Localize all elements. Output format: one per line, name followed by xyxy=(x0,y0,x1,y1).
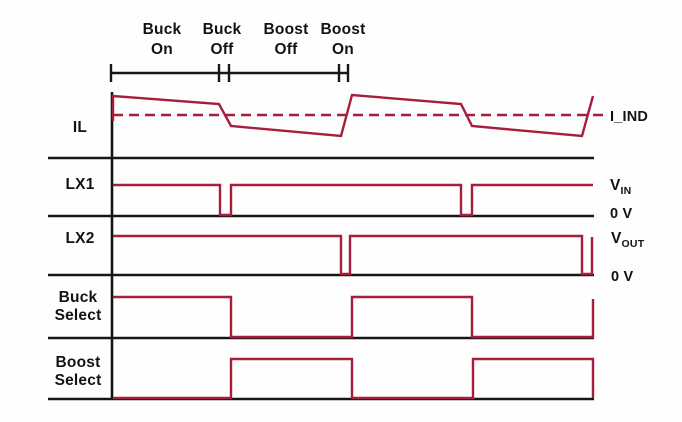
row-label-lx1: LX1 xyxy=(65,176,94,193)
row-label-boost-select-line2: Select xyxy=(55,372,102,389)
waveform-lx2 xyxy=(113,234,594,276)
row-label-buck-select-line1: Buck xyxy=(59,289,98,306)
row-labels: IL LX1 LX2 Buck Select Boost Select xyxy=(55,119,102,389)
i-ind-label: I_IND xyxy=(610,109,648,125)
vin-label: VIN xyxy=(610,177,631,197)
waveform-boost-select xyxy=(113,357,595,400)
phase-label-boost-off-line1: Boost xyxy=(264,21,309,38)
row-label-buck-select-line2: Select xyxy=(55,307,102,324)
phase-label-buck-off-line1: Buck xyxy=(203,21,242,38)
row-label-il: IL xyxy=(73,119,87,136)
lx1-zero-volt-label: 0 V xyxy=(610,206,632,222)
phase-labels: Buck On Buck Off Boost Off Boost On xyxy=(143,21,366,58)
phase-label-boost-on-line1: Boost xyxy=(321,21,366,38)
waveform-buck-select xyxy=(113,295,595,339)
row-label-lx2: LX2 xyxy=(65,230,94,247)
phase-label-boost-on-line2: On xyxy=(332,41,354,58)
row-label-boost-select-line1: Boost xyxy=(56,354,101,371)
phase-label-buck-off-line2: Off xyxy=(211,41,235,58)
phase-label-boost-off-line2: Off xyxy=(275,41,299,58)
waveform-lx1 xyxy=(113,183,593,217)
phase-label-buck-on-line1: Buck xyxy=(143,21,182,38)
phase-label-buck-on-line2: On xyxy=(151,41,173,58)
vout-label: VOUT xyxy=(611,230,645,250)
diagram-geometry xyxy=(48,64,604,401)
lx2-zero-volt-label: 0 V xyxy=(611,269,633,285)
waveform-il xyxy=(111,93,595,138)
level-labels: I_IND VIN 0 V VOUT 0 V xyxy=(610,109,648,285)
